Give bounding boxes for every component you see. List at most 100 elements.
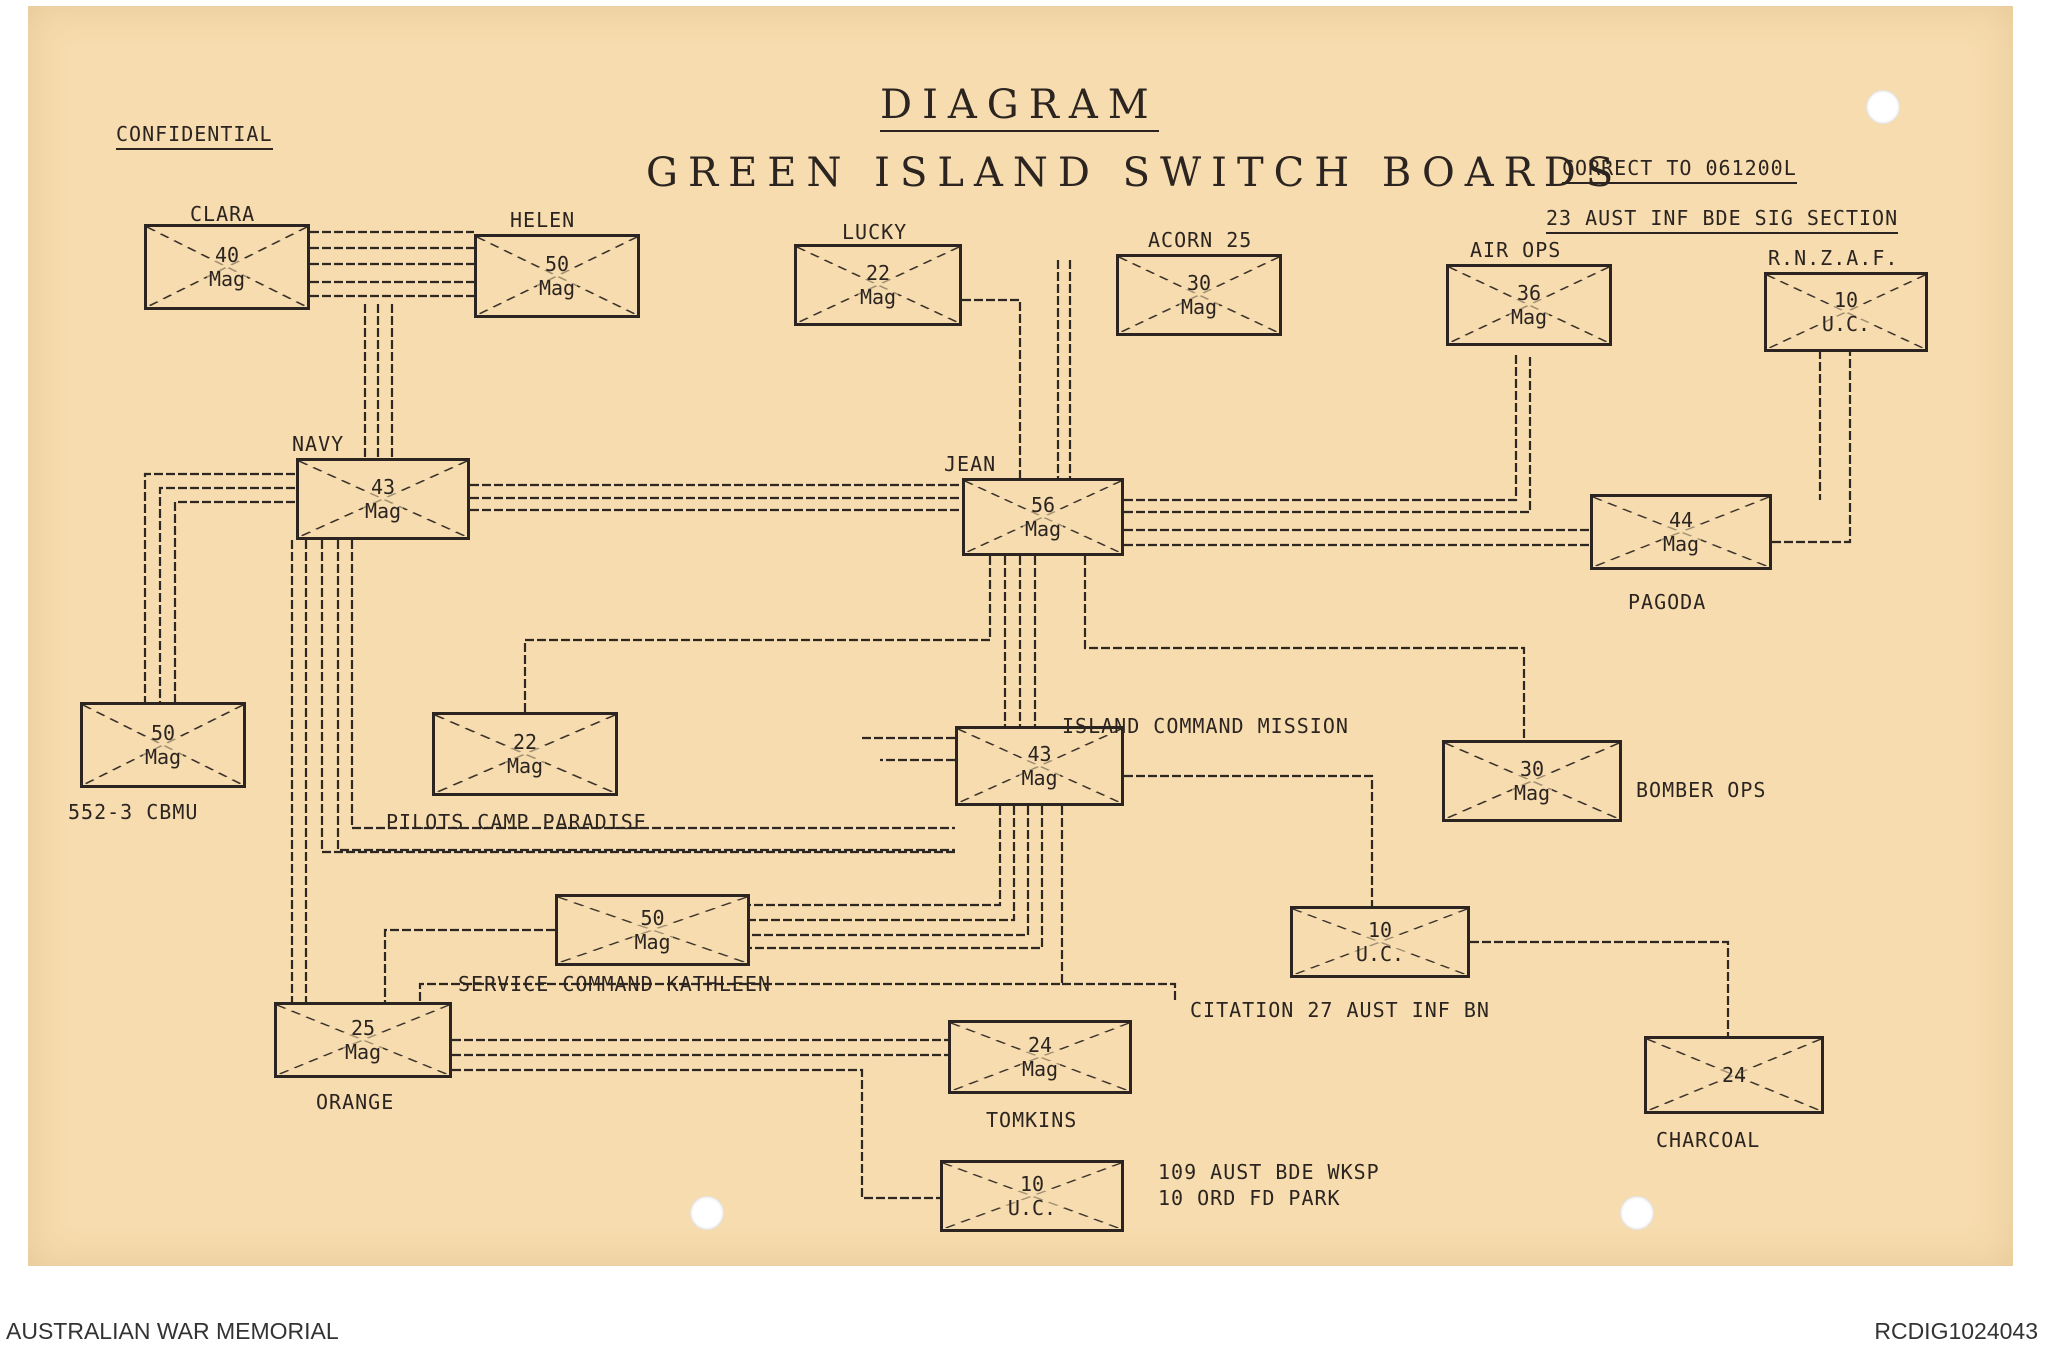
box-type: U.C. [1353, 942, 1407, 966]
wire [158, 486, 295, 702]
box-number: 40 [212, 243, 242, 267]
switchboard-citation: 10 U.C. [1290, 906, 1470, 978]
label-lucky: LUCKY [842, 220, 908, 244]
classification-label: CONFIDENTIAL [116, 122, 273, 150]
label-pilots-camp: PILOTS CAMP PARADISE [386, 810, 647, 834]
label-ord-park: 10 ORD FD PARK [1158, 1186, 1341, 1210]
wire [1470, 940, 1730, 1036]
box-number: 30 [1517, 757, 1547, 781]
switchboard-bomber-ops: 30 Mag [1442, 740, 1622, 822]
switchboard-acorn: 30 Mag [1116, 254, 1282, 336]
box-number: 43 [368, 475, 398, 499]
box-number: 24 [1719, 1063, 1749, 1087]
switchboard-kathleen: 50 Mag [555, 894, 750, 966]
wire [750, 806, 1030, 937]
switchboard-jean: 56 Mag [962, 478, 1124, 556]
wire [350, 540, 955, 830]
diagram-title: DIAGRAM [880, 82, 1159, 132]
label-pagoda: PAGODA [1628, 590, 1707, 614]
wire [750, 806, 1002, 907]
label-cbmu: 552-3 CBMU [68, 800, 199, 824]
switchboard-rnzaf: 10 U.C. [1764, 272, 1928, 352]
box-type: Mag [1019, 766, 1060, 790]
wire [1772, 350, 1852, 544]
box-type: Mag [536, 276, 578, 300]
box-number: 24 [1025, 1033, 1055, 1057]
wire [1083, 556, 1526, 740]
label-wksp: 109 AUST BDE WKSP [1158, 1160, 1380, 1184]
wire [143, 472, 295, 702]
wire [173, 500, 295, 702]
box-number: 10 [1365, 918, 1395, 942]
box-type: Mag [1019, 1057, 1061, 1081]
switchboard-charcoal: 24 [1644, 1036, 1824, 1114]
label-charcoal: CHARCOAL [1656, 1128, 1761, 1152]
label-orange: ORANGE [316, 1090, 395, 1114]
box-type: Mag [342, 1040, 384, 1064]
wire [962, 298, 1022, 478]
box-type: U.C. [1819, 312, 1873, 336]
switchboard-helen: 50 Mag [474, 234, 640, 318]
box-number: 43 [1025, 742, 1054, 766]
box-number: 50 [638, 906, 667, 930]
switchboard-navy: 43 Mag [296, 458, 470, 540]
box-number: 50 [542, 252, 572, 276]
unit-label: 23 AUST INF BDE SIG SECTION [1546, 206, 1899, 234]
box-type: Mag [1508, 305, 1550, 329]
label-jean: JEAN [944, 452, 997, 476]
wire [418, 806, 1064, 1002]
wire [1124, 774, 1374, 906]
switchboard-clara: 40 Mag [144, 224, 310, 310]
switchboard-island-command: 43 Mag [955, 726, 1124, 806]
box-type: U.C. [1005, 1196, 1059, 1220]
box-number: 22 [863, 261, 893, 285]
wire [1124, 354, 1532, 514]
wire [1124, 354, 1518, 502]
box-number: 36 [1514, 281, 1544, 305]
box-type: Mag [632, 930, 673, 954]
punch-hole [690, 1196, 724, 1230]
diagram-subtitle: GREEN ISLAND SWITCH BOARDS [646, 150, 1624, 196]
wire [750, 806, 1044, 950]
wire [383, 928, 555, 1002]
wire [1062, 982, 1177, 1002]
switchboard-tomkins: 24 Mag [948, 1020, 1132, 1094]
box-type: Mag [1660, 532, 1702, 556]
box-number: 50 [148, 721, 178, 745]
label-citation: CITATION 27 AUST INF BN [1190, 998, 1490, 1022]
switchboard-air-ops: 36 Mag [1446, 264, 1612, 346]
switchboard-cbmu: 50 Mag [80, 702, 246, 788]
wire [750, 806, 1016, 922]
footer-id: RCDIG1024043 [1874, 1318, 2038, 1344]
box-number: 10 [1831, 288, 1861, 312]
box-number: 10 [1017, 1172, 1047, 1196]
wire [452, 1068, 940, 1200]
label-clara: CLARA [190, 202, 256, 226]
punch-hole [1866, 90, 1900, 124]
wire [523, 556, 992, 712]
box-type: Mag [1022, 517, 1064, 541]
box-type: Mag [504, 754, 546, 778]
box-number: 44 [1666, 508, 1696, 532]
wire [320, 540, 955, 854]
label-island-command: ISLAND COMMAND MISSION [1062, 714, 1349, 738]
label-kathleen: SERVICE COMMAND KATHLEEN [458, 972, 771, 996]
box-type: Mag [362, 499, 404, 523]
label-bomber-ops: BOMBER OPS [1636, 778, 1767, 802]
label-navy: NAVY [292, 432, 345, 456]
label-air-ops: AIR OPS [1470, 238, 1562, 262]
switchboard-orange: 25 Mag [274, 1002, 452, 1078]
footer-source: AUSTRALIAN WAR MEMORIAL [6, 1318, 339, 1344]
correct-to-label: CORRECT TO 061200L [1562, 156, 1797, 184]
box-type: Mag [1178, 295, 1220, 319]
switchboard-pagoda: 44 Mag [1590, 494, 1772, 570]
box-type: Mag [142, 745, 184, 769]
switchboard-lucky: 22 Mag [794, 244, 962, 326]
punch-hole [1620, 1196, 1654, 1230]
label-rnzaf: R.N.Z.A.F. [1768, 246, 1899, 270]
switchboard-pilots-camp: 22 Mag [432, 712, 618, 796]
switchboard-wksp: 10 U.C. [940, 1160, 1124, 1232]
box-type: Mag [857, 285, 899, 309]
box-number: 25 [348, 1016, 378, 1040]
